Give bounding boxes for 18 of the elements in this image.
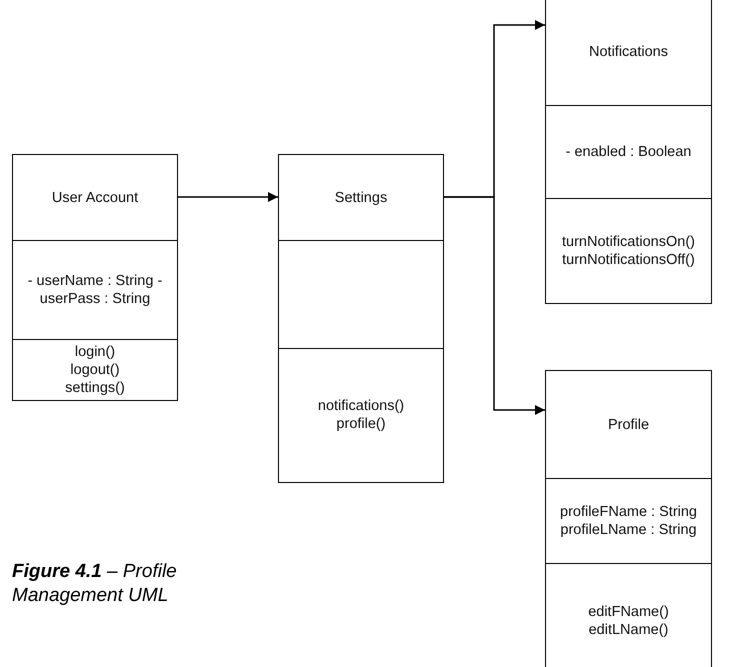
class-box <box>278 154 444 483</box>
class-name: Notifications <box>589 43 668 62</box>
method-list: turnNotificationsOn() turnNotificationsOff() <box>548 232 708 269</box>
arrow <box>444 196 545 415</box>
class-box <box>545 0 712 304</box>
method-list: editFName() editLName() <box>581 603 676 640</box>
attribute-list: - enabled : Boolean <box>566 142 692 161</box>
arrow <box>178 192 278 202</box>
method-list: notifications() profile() <box>306 397 416 434</box>
class-name: Profile <box>608 416 650 434</box>
method-list: login() logout() settings() <box>55 343 135 398</box>
attribute-list: profileFName : String profileLName : String <box>546 503 711 540</box>
class-box <box>12 154 178 401</box>
figure-caption: Figure 4.1 – Profile Management UML <box>12 560 178 608</box>
class-box <box>545 370 712 667</box>
class-name: User Account <box>52 188 138 207</box>
class-name: Settings <box>334 188 388 207</box>
attribute-list: - userName : String - userPass : String <box>22 272 168 308</box>
